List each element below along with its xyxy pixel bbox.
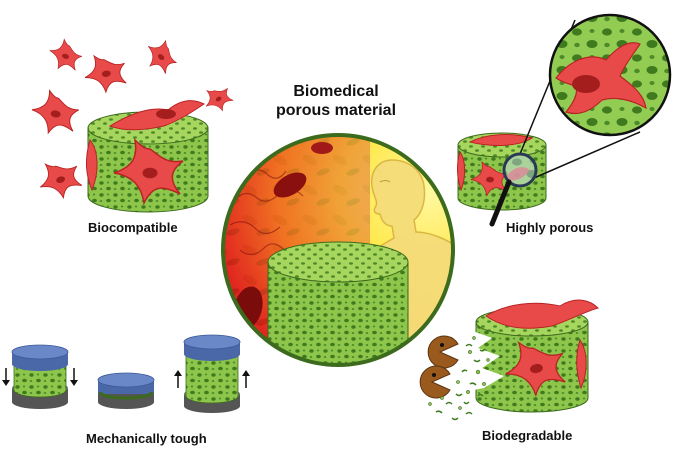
label-biocompatible: Biocompatible [88,220,178,235]
cell [85,138,98,192]
compression-sample [174,334,250,413]
compression-sample [2,344,78,409]
figure-title: Biomedical porous material [236,82,436,120]
label-mechanically-tough: Mechanically tough [86,431,207,446]
zoom-inset [548,13,672,137]
biocompatible-illustration [28,34,237,213]
compression-sample [97,372,155,409]
pacman-icon [419,365,451,399]
label-biodegradable: Biodegradable [482,428,573,443]
cell [81,50,130,96]
mechanically-tough-illustration [2,334,250,413]
title-line-1: Biomedical [293,83,379,100]
cell [28,87,82,138]
degradation-debris [435,343,486,421]
pacman-icon [427,335,459,369]
label-highly-porous: Highly porous [506,220,594,235]
biodegradable-illustration [419,299,599,421]
zoom-line [533,131,641,179]
title-line-2: porous material [275,102,397,119]
cell [44,35,86,76]
central-circle-border [221,133,455,367]
cell [138,34,184,79]
magnifier-icon [489,152,538,227]
cell [33,153,86,205]
central-circle-contents [223,135,453,365]
central-illustration [221,133,455,367]
cell [199,80,237,117]
central-scaffold [267,241,409,365]
highly-porous-illustration [457,13,672,227]
